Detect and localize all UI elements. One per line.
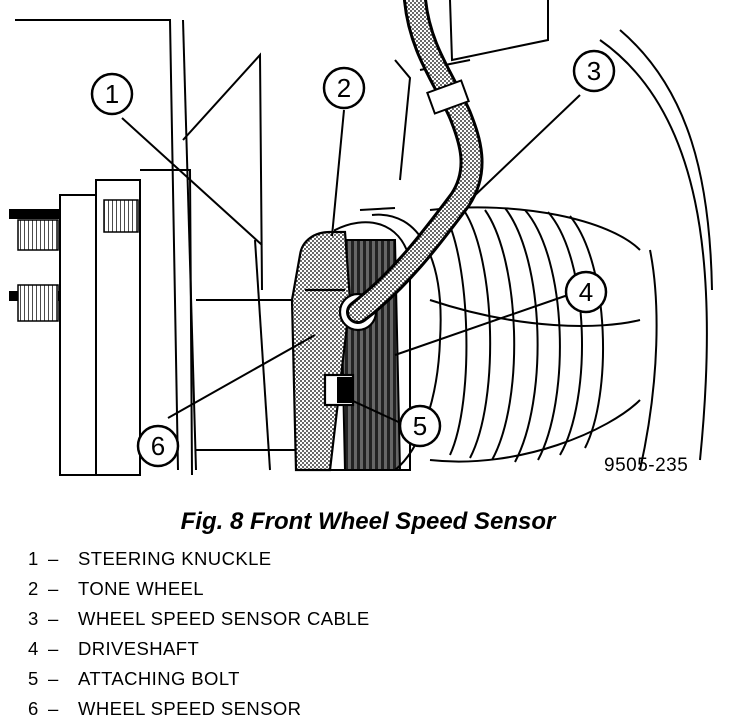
- legend-label: DRIVESHAFT: [78, 638, 200, 659]
- legend-item: 1–STEERING KNUCKLE: [28, 544, 370, 574]
- leader-3: [469, 94, 581, 201]
- legend-item: 6–WHEEL SPEED SENSOR: [28, 694, 370, 724]
- illustration-svg: 1 2 3 4 5 6: [9, 0, 713, 476]
- legend-label: WHEEL SPEED SENSOR: [78, 698, 302, 719]
- callout-5: 5: [398, 404, 442, 448]
- legend-number: 6: [28, 698, 39, 719]
- callout-6-label: 6: [151, 431, 165, 461]
- legend-dash: –: [48, 698, 59, 719]
- callout-3: 3: [572, 49, 616, 93]
- callout-4: 4: [564, 270, 608, 314]
- parts-legend: 1–STEERING KNUCKLE 2–TONE WHEEL 3–WHEEL …: [28, 544, 370, 724]
- legend-label: ATTACHING BOLT: [78, 668, 240, 689]
- callout-5-label: 5: [413, 411, 427, 441]
- legend-dash: –: [48, 578, 59, 599]
- legend-item: 4–DRIVESHAFT: [28, 634, 370, 664]
- legend-dash: –: [48, 608, 59, 629]
- legend-dash: –: [48, 548, 59, 569]
- callout-1: 1: [90, 72, 134, 116]
- legend-label: WHEEL SPEED SENSOR CABLE: [78, 608, 370, 629]
- leader-lines: [121, 94, 581, 426]
- wheel-speed-sensor-cable: [346, 0, 484, 324]
- driveshaft: [429, 29, 713, 471]
- leader-6: [167, 334, 316, 419]
- leader-2: [331, 109, 345, 237]
- callout-3-label: 3: [587, 56, 601, 86]
- legend-item: 3–WHEEL SPEED SENSOR CABLE: [28, 604, 370, 634]
- wheel-studs: [17, 199, 139, 322]
- leader-1: [121, 117, 263, 246]
- legend-number: 1: [28, 548, 39, 569]
- legend-label: STEERING KNUCKLE: [78, 548, 272, 569]
- callout-1-label: 1: [105, 79, 119, 109]
- figure-caption: Fig. 8 Front Wheel Speed Sensor: [180, 508, 556, 535]
- wheel-speed-sensor-illustration: 1 2 3 4 5 6: [9, 0, 713, 476]
- legend-number: 5: [28, 668, 39, 689]
- steering-knuckle: [15, 19, 300, 471]
- legend-number: 3: [28, 608, 39, 629]
- figure-code: 9505-235: [604, 455, 689, 476]
- callout-2: 2: [322, 66, 366, 110]
- legend-number: 4: [28, 638, 39, 659]
- callout-6: 6: [136, 424, 180, 468]
- callout-2-label: 2: [337, 73, 351, 103]
- legend-dash: –: [48, 638, 59, 659]
- callout-4-label: 4: [579, 277, 593, 307]
- legend-dash: –: [48, 668, 59, 689]
- legend-item: 5–ATTACHING BOLT: [28, 664, 370, 694]
- legend-number: 2: [28, 578, 39, 599]
- legend-label: TONE WHEEL: [78, 578, 204, 599]
- leader-4: [394, 294, 569, 356]
- legend-item: 2–TONE WHEEL: [28, 574, 370, 604]
- leader-5: [339, 394, 406, 426]
